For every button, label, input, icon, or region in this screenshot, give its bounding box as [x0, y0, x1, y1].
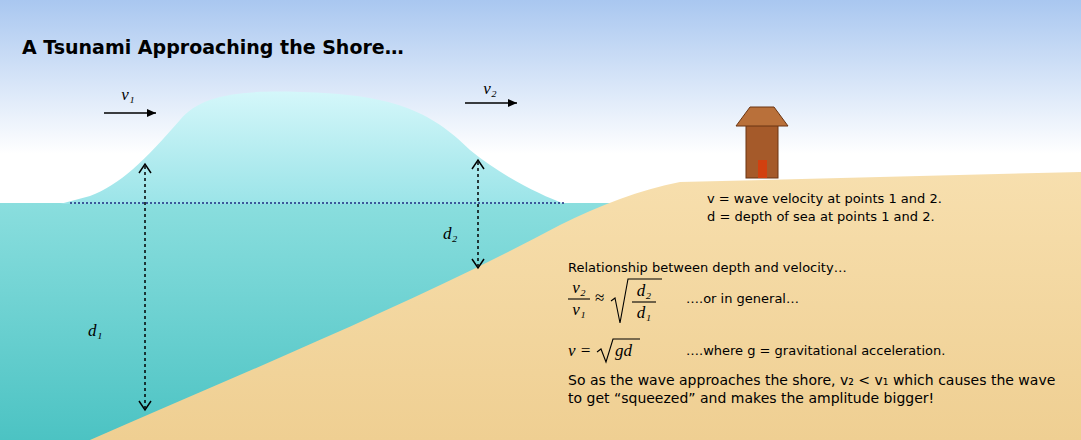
depth-label: d₁ — [88, 322, 102, 339]
definition-note: d = depth of sea at points 1 and 2. — [707, 210, 935, 223]
formula-term: gd — [615, 342, 632, 359]
velocity-arrow — [104, 112, 156, 114]
note: ….where g = gravitational acceleration. — [686, 344, 945, 357]
note: ….or in general… — [686, 292, 799, 305]
formula-term: v₁ — [572, 301, 585, 318]
wave-hump — [60, 92, 565, 204]
note: Relationship between depth and velocity… — [568, 261, 847, 274]
formula-term: d₂ — [637, 282, 651, 299]
seabed-and-shore — [0, 172, 1081, 440]
depth-arrow — [139, 164, 151, 410]
formula-symbol: ≈ — [595, 289, 604, 306]
velocity-label: v₁ — [121, 86, 134, 103]
formula-term: v₂ — [572, 279, 585, 296]
formula-term: v = — [568, 342, 591, 359]
velocity-label: v₂ — [483, 80, 496, 97]
depth-label: d₂ — [443, 225, 457, 242]
formula-marks — [568, 279, 662, 362]
depth-arrow — [472, 160, 484, 268]
definition-note: v = wave velocity at points 1 and 2. — [707, 192, 942, 205]
formula-term: d₁ — [637, 304, 651, 321]
velocity-arrow — [465, 102, 517, 104]
house — [736, 107, 788, 178]
conclusion-note: So as the wave approaches the shore, v₂ … — [568, 371, 1073, 407]
title: A Tsunami Approaching the Shore… — [22, 38, 404, 57]
